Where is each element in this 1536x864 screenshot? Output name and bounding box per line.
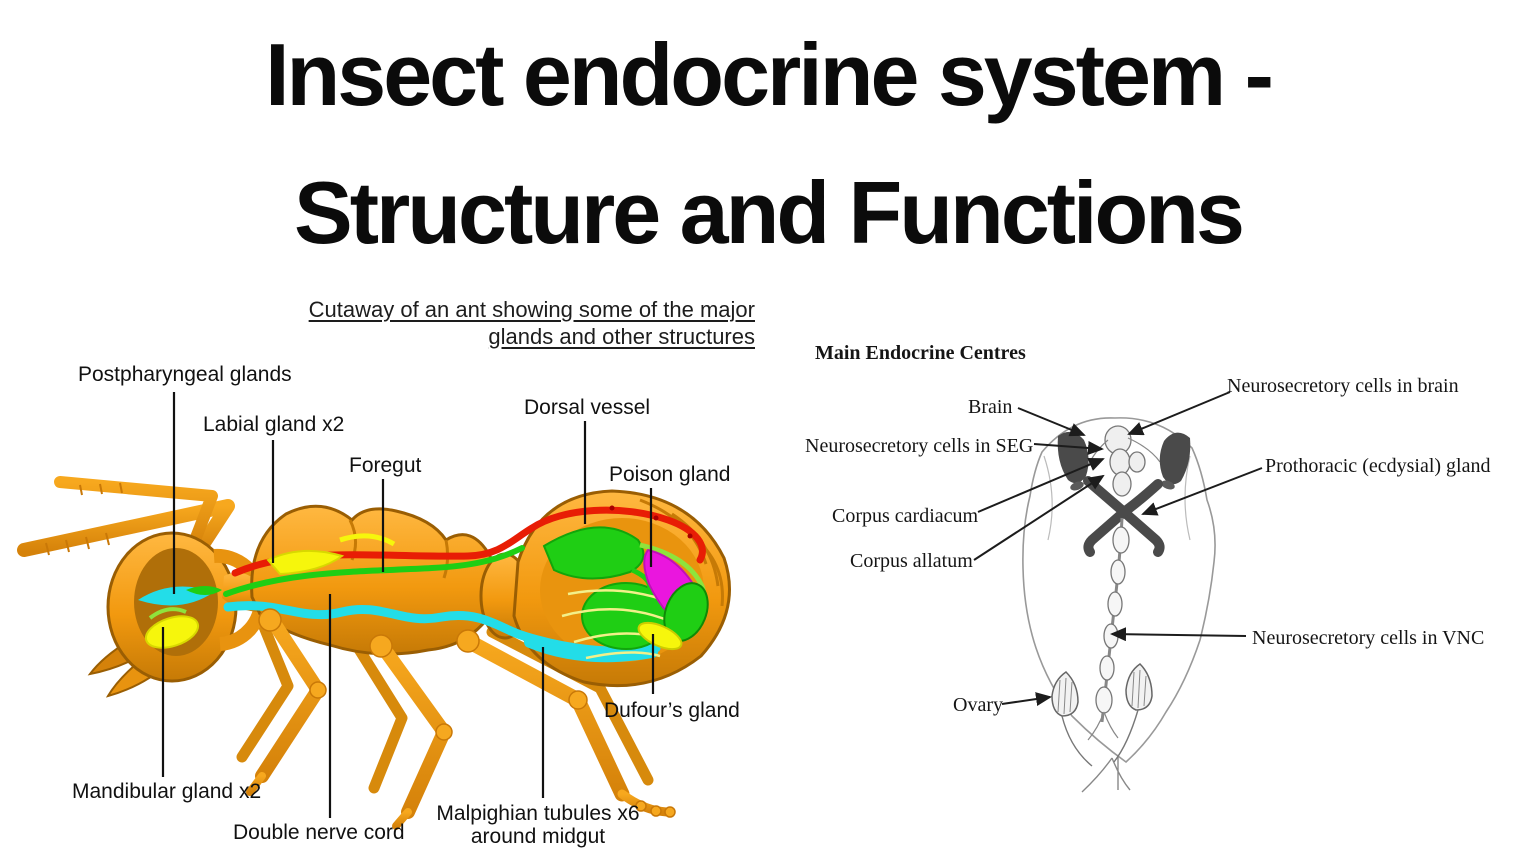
label-postpharyngeal-glands: Postpharyngeal glands [78, 363, 292, 386]
label-neurosecretory-cells-vnc: Neurosecretory cells in VNC [1252, 627, 1485, 649]
label-corpus-allatum: Corpus allatum [850, 550, 973, 572]
page-title-line2: Structure and Functions [294, 163, 1245, 262]
label-poison-gland: Poison gland [609, 463, 731, 486]
endocrine-illustration [973, 391, 1263, 793]
label-mandibular-gland: Mandibular gland x2 [72, 780, 262, 803]
label-neurosecretory-cells-seg: Neurosecretory cells in SEG [805, 435, 1034, 457]
label-dorsal-vessel: Dorsal vessel [524, 396, 651, 419]
page-title-line1: Insect endocrine system - [265, 25, 1274, 124]
ant-illustration [17, 476, 731, 830]
label-labial-gland: Labial gland x2 [203, 413, 345, 436]
ant-leader-lines [161, 392, 655, 818]
label-prothoracic-gland: Prothoracic (ecdysial) gland [1265, 455, 1491, 477]
caption-line2: glands and other structures [488, 324, 755, 349]
label-brain: Brain [968, 396, 1013, 418]
label-ovary: Ovary [953, 694, 1003, 716]
label-double-nerve-cord: Double nerve cord [233, 821, 405, 844]
label-dufours-gland: Dufour’s gland [604, 699, 740, 722]
ant-diagram-caption: Cutaway of an ant showing some of the ma… [255, 296, 755, 350]
label-malpighian-line2: around midgut [470, 825, 606, 848]
label-malpighian-line1: Malpighian tubules x6 [436, 802, 640, 825]
label-neurosecretory-cells-brain: Neurosecretory cells in brain [1227, 375, 1459, 397]
label-foregut: Foregut [349, 454, 422, 477]
right-diagram-title: Main Endocrine Centres [815, 342, 1026, 364]
caption-line1: Cutaway of an ant showing some of the ma… [308, 297, 755, 322]
label-malpighian-tubules: Malpighian tubules x6 around midgut [428, 802, 648, 848]
label-corpus-cardiacum: Corpus cardiacum [832, 505, 979, 527]
page-title: Insect endocrine system - Structure and … [0, 6, 1536, 282]
